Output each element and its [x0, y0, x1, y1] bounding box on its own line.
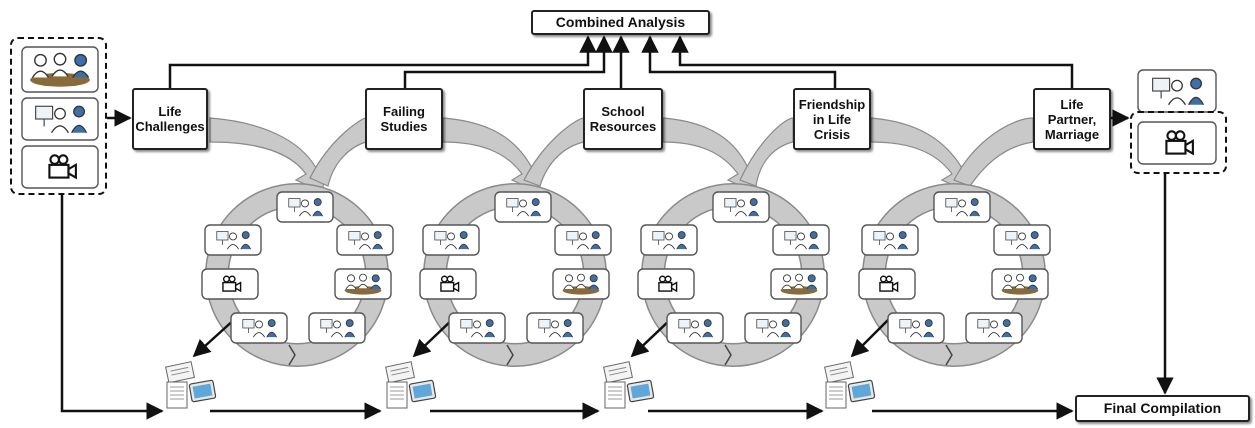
cycle1-interview-icon-0 — [494, 191, 552, 223]
cycle1-interview-icon-6 — [526, 312, 584, 344]
line-stage1-to-analysis — [168, 35, 597, 88]
cycle0-interview-icon-6 — [308, 312, 366, 344]
cycle3-interview-icon-6 — [965, 312, 1023, 344]
right-video-camera-icon — [1137, 121, 1217, 165]
docs-0-document-stack-icon — [165, 361, 217, 409]
stage-life-partner-marriage: Life Partner, Marriage — [1033, 88, 1111, 150]
curved-arrow-3 — [523, 117, 585, 187]
stage-life-challenges: Life Challenges — [132, 88, 208, 150]
final-compilation-box: Final Compilation — [1075, 395, 1250, 422]
cycle0-video-camera-icon-3 — [201, 268, 259, 300]
cycle1-video-camera-icon-3 — [419, 268, 477, 300]
cycle3-video-camera-icon-3 — [858, 268, 916, 300]
cycle0-interview-icon-5 — [230, 312, 288, 344]
cycle2-interview-icon-0 — [712, 191, 770, 223]
line-stage4-to-analysis — [641, 35, 837, 88]
cycle3-interview-icon-5 — [887, 312, 945, 344]
cycle1-interview-icon-5 — [448, 312, 506, 344]
cycle3-interview-icon-2 — [993, 224, 1051, 256]
cycle2-interview-icon-6 — [744, 312, 802, 344]
line-stage5-to-analysis — [671, 35, 1074, 88]
cycle3-people-around-table-icon-4 — [991, 268, 1049, 300]
cycle3-interview-icon-1 — [861, 224, 919, 256]
cycle-notch-1 — [506, 344, 514, 366]
left-video-camera-icon — [21, 145, 99, 189]
left-interview-icon — [21, 97, 99, 141]
stage-failing-studies: Failing Studies — [365, 88, 443, 150]
line-stage2-to-analysis — [403, 35, 613, 88]
cycle0-people-around-table-icon-4 — [334, 268, 392, 300]
left-people-around-table-icon — [21, 46, 99, 93]
cycle-notch-2 — [724, 344, 732, 366]
line-left-group-to-docs — [60, 195, 164, 420]
cycle-notch-3 — [945, 344, 953, 366]
cycle2-people-around-table-icon-4 — [770, 268, 828, 300]
line-cycle1-to-docs — [192, 317, 237, 358]
docs-3-document-stack-icon — [824, 361, 876, 409]
cycle2-interview-icon-5 — [666, 312, 724, 344]
cycle1-interview-icon-1 — [422, 224, 480, 256]
cycle3-interview-icon-0 — [933, 191, 991, 223]
line-cycle3-to-docs — [630, 317, 673, 358]
cycle-notch-0 — [288, 344, 296, 366]
curved-arrow-0 — [209, 117, 329, 193]
cycle2-interview-icon-1 — [640, 224, 698, 256]
right-data-sources-group — [1130, 111, 1227, 174]
right-interview-icon — [1137, 69, 1217, 113]
cycle0-interview-icon-0 — [276, 191, 334, 223]
curved-arrow-7 — [953, 117, 1034, 187]
stage-friendship-in-life-crisis: Friendship in Life Crisis — [793, 88, 871, 150]
docs-1-document-stack-icon — [385, 361, 437, 409]
curved-arrow-5 — [739, 117, 794, 187]
cycle2-interview-icon-2 — [772, 224, 830, 256]
curved-arrow-1 — [309, 117, 367, 187]
docs-2-document-stack-icon — [603, 361, 655, 409]
cycle0-interview-icon-2 — [336, 224, 394, 256]
line-cycle4-to-docs — [850, 317, 891, 358]
cycle1-people-around-table-icon-4 — [552, 268, 610, 300]
cycle1-interview-icon-2 — [554, 224, 612, 256]
line-cycle2-to-docs — [412, 317, 455, 358]
stage-school-resources: School Resources — [583, 88, 663, 150]
cycle2-video-camera-icon-3 — [637, 268, 695, 300]
left-data-sources-group — [10, 37, 107, 195]
combined-analysis-box: Combined Analysis — [531, 10, 710, 35]
cycle0-interview-icon-1 — [204, 224, 262, 256]
